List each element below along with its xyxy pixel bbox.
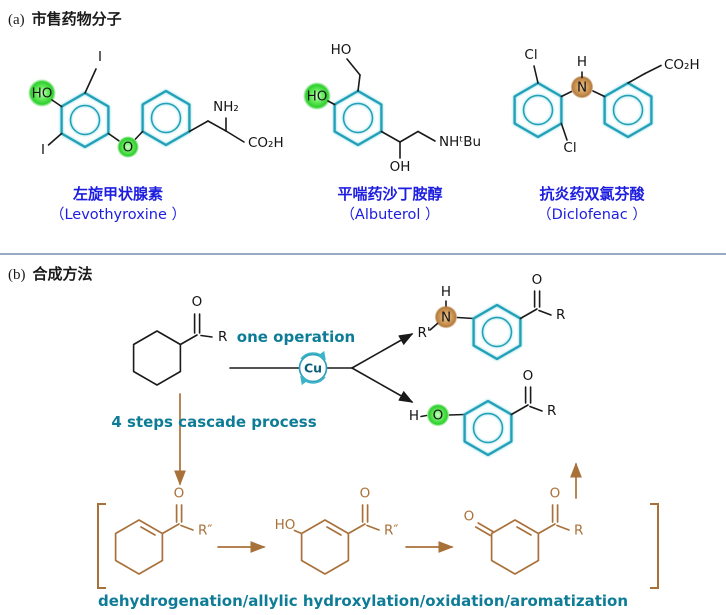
carbonyl-oxygen-label: O xyxy=(532,272,543,288)
iodine-label: I xyxy=(41,142,45,158)
right-bracket xyxy=(650,503,659,589)
levothyroxine-bonds xyxy=(28,68,245,158)
iodine-label: I xyxy=(98,49,102,65)
r-prime-label: R' xyxy=(417,325,430,341)
cyclohexene-ring xyxy=(114,519,164,575)
intermediate-3-structure: O O R xyxy=(464,486,583,575)
cascade-label: 4 steps cascade process xyxy=(111,413,316,431)
diclofenac-structure: Cl Cl H N CO₂H xyxy=(513,47,700,156)
albuterol-bonds xyxy=(303,58,436,159)
nitrogen-label: N xyxy=(577,80,587,96)
hydroxymethyl-label: HO xyxy=(331,42,352,58)
r-group-label: R xyxy=(574,523,583,539)
section-b-title: 合成方法 xyxy=(32,265,93,283)
section-a-tag: (a) xyxy=(8,12,25,28)
acid-label: CO₂H xyxy=(248,135,284,151)
hydroxyl-label: HO xyxy=(32,86,53,102)
ether-oxygen-label: O xyxy=(123,140,134,156)
hydroxyl-highlight xyxy=(28,79,56,107)
name-en: （Albuterol ） xyxy=(340,207,440,223)
molecule-label-levothyroxine: 左旋甲状腺素 （Levothyroxine ） xyxy=(18,184,218,226)
intermediate-2-structure: HO O R″ xyxy=(275,486,398,575)
diclofenac-bonds xyxy=(513,64,662,141)
hydroxyl-highlight xyxy=(426,403,450,427)
synthesis-scheme: O R one operation Cu H N R' O xyxy=(97,272,659,610)
name-cn: 左旋甲状腺素 xyxy=(72,185,163,203)
chlorine-label: Cl xyxy=(524,47,537,63)
name-cn: 抗炎药双氯芬酸 xyxy=(539,185,645,203)
intermediate-1-structure: O R″ xyxy=(114,486,212,575)
amine-highlight xyxy=(570,75,594,99)
benzene-ring xyxy=(472,303,522,361)
amine-label: NHᵗBu xyxy=(439,134,481,150)
carbonyl-oxygen-label: O xyxy=(550,486,561,502)
hydroxyl-label: OH xyxy=(390,159,411,175)
oh-hydrogen-label: H xyxy=(409,408,419,424)
hydroxyl-highlight xyxy=(303,82,331,110)
one-operation-label: one operation xyxy=(237,328,355,346)
reaction-arrow-fork-top xyxy=(351,333,414,369)
r-group-label: R xyxy=(547,403,556,419)
albuterol-structure: HO HO OH NHᵗBu xyxy=(303,42,481,175)
name-cn: 平喘药沙丁胺醇 xyxy=(337,185,443,203)
section-a-header: (a) 市售药物分子 xyxy=(8,8,122,29)
benzene-ring xyxy=(603,81,653,139)
name-en: （Levothyroxine ） xyxy=(49,207,187,223)
nitrogen-label: N xyxy=(441,310,451,326)
hydroxyl-label: HO xyxy=(275,517,296,533)
reaction-arrow-fork-bottom xyxy=(351,367,414,403)
amine-product-structure: H N R' O R xyxy=(417,272,565,361)
r-group-label: R xyxy=(556,307,565,323)
acid-label: CO₂H xyxy=(664,57,700,73)
section-divider xyxy=(0,253,726,255)
section-b-tag: (b) xyxy=(8,267,26,283)
left-bracket xyxy=(97,503,106,589)
molecule-label-albuterol: 平喘药沙丁胺醇 （Albuterol ） xyxy=(300,184,480,226)
start-material-structure: O R xyxy=(132,294,227,386)
name-en: （Diclofenac ） xyxy=(537,207,647,223)
benzene-ring xyxy=(513,81,563,139)
benzene-ring xyxy=(141,89,191,147)
amine-highlight xyxy=(434,305,458,329)
carbonyl-oxygen-label: O xyxy=(192,294,203,310)
section-b-header: (b) 合成方法 xyxy=(8,263,93,284)
phenol-label: HO xyxy=(307,89,328,105)
carbonyl-oxygen-label: O xyxy=(523,368,534,384)
catalyst-label: Cu xyxy=(304,361,322,376)
carbonyl-oxygen-label: O xyxy=(360,486,371,502)
section-a-title: 市售药物分子 xyxy=(31,10,122,28)
copper-catalyst-icon: Cu xyxy=(298,350,328,386)
carbonyl-oxygen-label: O xyxy=(174,486,185,502)
nh-hydrogen-label: H xyxy=(441,284,451,300)
amine-label: NH₂ xyxy=(213,99,239,115)
oxygen-label: O xyxy=(433,408,444,424)
ether-oxygen-highlight xyxy=(117,136,139,158)
chlorine-label: Cl xyxy=(563,140,576,156)
r-group-label: R xyxy=(218,329,227,345)
benzene-ring xyxy=(60,91,110,149)
r-group-label: R″ xyxy=(384,523,398,539)
nh-hydrogen-label: H xyxy=(577,54,587,70)
cyclohexane-ring xyxy=(132,330,182,386)
cyclohexenone-ring xyxy=(490,519,540,575)
molecule-label-diclofenac: 抗炎药双氯芬酸 （Diclofenac ） xyxy=(492,184,692,226)
benzene-ring xyxy=(333,89,383,147)
phenol-product-structure: H O O R xyxy=(409,368,556,457)
levothyroxine-structure: HO I I O NH₂ CO₂H xyxy=(28,49,284,158)
benzene-ring xyxy=(463,399,513,457)
mechanism-caption: dehydrogenation/allylic hydroxylation/ox… xyxy=(98,592,628,610)
ring-ketone-oxygen-label: O xyxy=(464,509,475,525)
cyclohexene-ring xyxy=(300,519,350,575)
r-group-label: R″ xyxy=(198,523,212,539)
